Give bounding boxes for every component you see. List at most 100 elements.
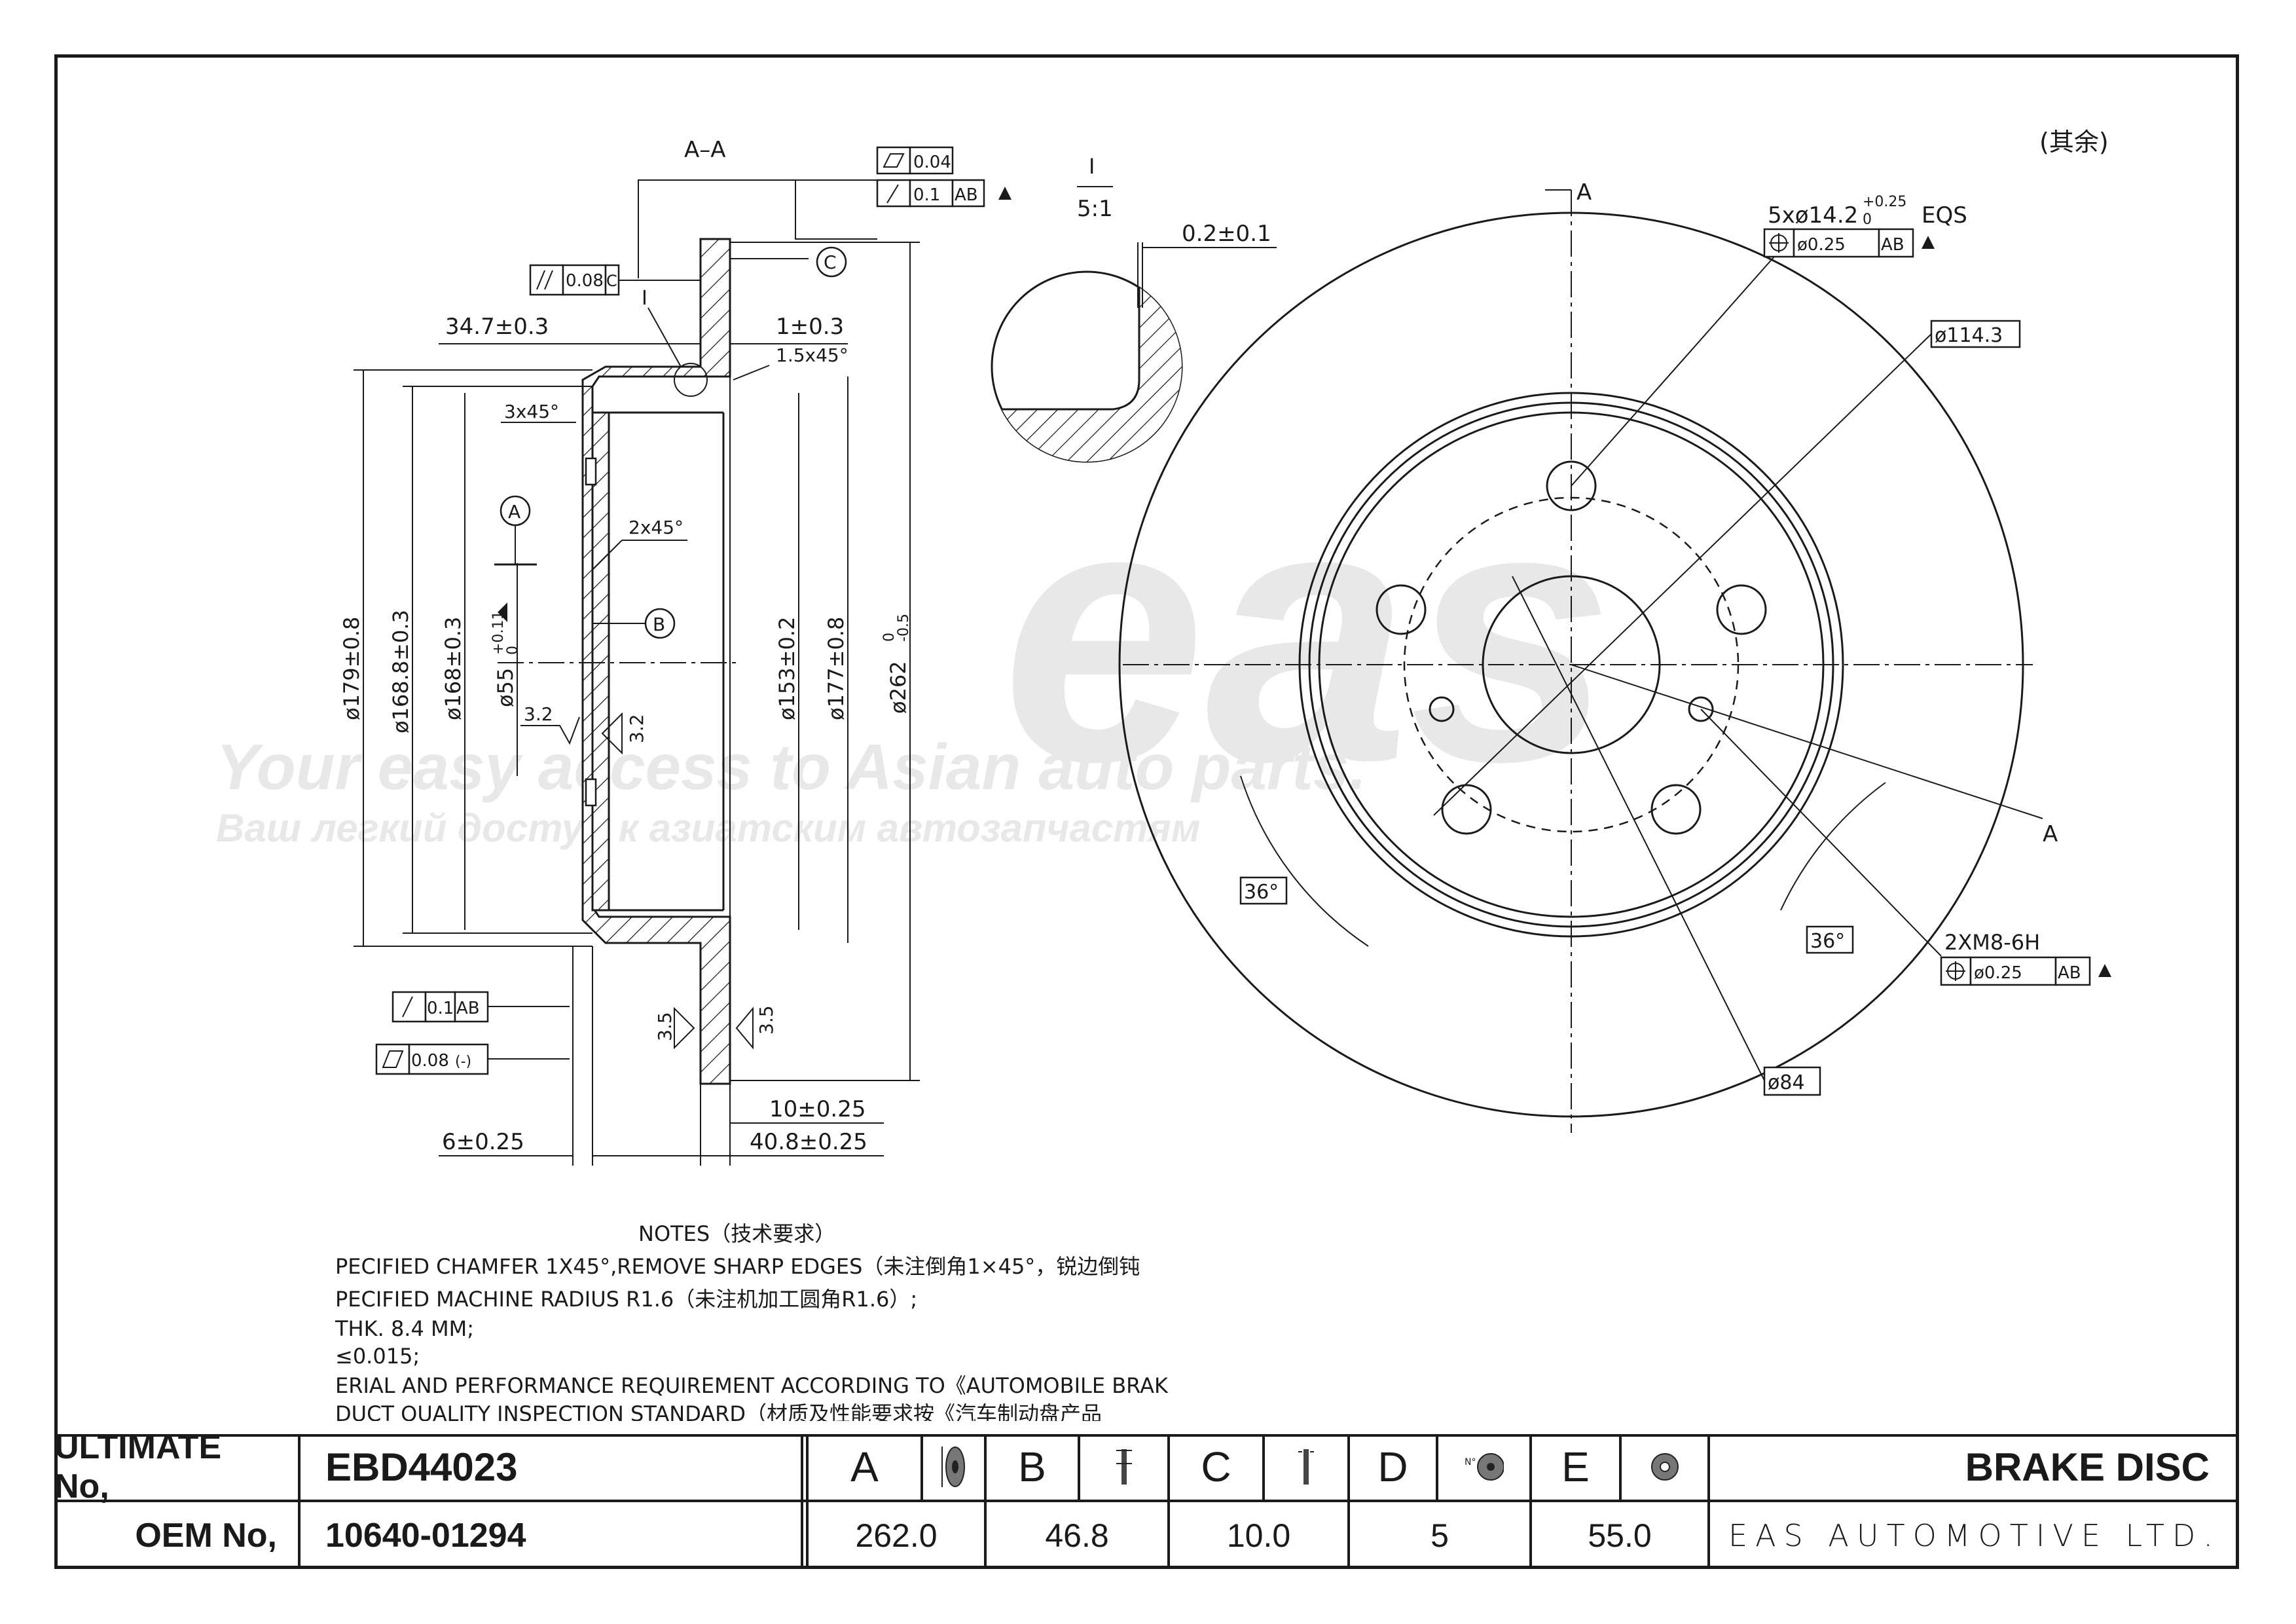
svg-text:ø153±0.2: ø153±0.2 (774, 617, 799, 720)
watermark: eas Your easy access to Asian auto parts… (216, 428, 1613, 850)
svg-text:PECIFIED CHAMFER 1X45°,REMOVE: PECIFIED CHAMFER 1X45°,REMOVE SHARP EDGE… (335, 1254, 1140, 1279)
flatness-frame-top: 0.04 (876, 146, 954, 175)
svg-text:EQS: EQS (1922, 202, 1967, 229)
position-frame-bottom: ø0.25 AB (1940, 956, 2111, 986)
col-b-value: 46.8 (1045, 1517, 1109, 1554)
title-block: ULTIMATE No, EBD44023 OEM No, 10640-0129… (54, 1428, 2239, 1569)
svg-text:AB: AB (456, 999, 480, 1018)
angle-right: 36° (1810, 930, 1845, 953)
svg-text:3.2: 3.2 (524, 703, 553, 725)
svg-text:(-): (-) (455, 1054, 471, 1070)
datum-a: A (508, 501, 520, 523)
oem-label: OEM No, (135, 1517, 277, 1555)
svg-text:ø0.25: ø0.25 (1974, 963, 2022, 983)
runout-frame-bottom: 0.1 AB (392, 991, 570, 1023)
svg-text:AB: AB (1881, 235, 1904, 255)
disc-thickness-icon (1265, 1434, 1347, 1500)
col-e-value: 55.0 (1588, 1517, 1652, 1554)
position-frame-top: ø0.25 AB (1763, 228, 1935, 258)
section-mark-top: A (1576, 179, 1592, 206)
ultimate-value: EBD44023 (325, 1445, 518, 1489)
roughness-note: (其余) (2039, 128, 2109, 157)
bolt-holes-icon: N° (1438, 1434, 1529, 1500)
svg-text:ø262: ø262 (886, 661, 911, 714)
svg-text:0.04: 0.04 (913, 153, 951, 172)
svg-text:PECIFIED MACHINE RADIUS R1.6（未: PECIFIED MACHINE RADIUS R1.6（未注机加工圆角R1.6… (335, 1287, 917, 1312)
diameter-dims: ø179±0.8 ø168.8±0.3 ø168±0.3 ø55 +0.11 0… (339, 242, 920, 1081)
detail-dim: 0.2±0.1 (1182, 221, 1271, 247)
chamfer-15: 1.5x45° (776, 344, 848, 366)
dim-40-8: 40.8±0.25 (750, 1129, 867, 1155)
svg-text:0.08: 0.08 (411, 1051, 449, 1071)
dim-10: 10±0.25 (769, 1096, 866, 1122)
svg-text:AB: AB (955, 185, 978, 205)
svg-text:I: I (1089, 154, 1095, 179)
watermark-tagline: Your easy access to Asian auto parts. (216, 731, 1366, 803)
thread-callout: 2XM8-6H (1944, 930, 2040, 955)
svg-text:0: 0 (881, 633, 898, 642)
svg-text:ERIAL AND PERFORMANCE REQUIREM: ERIAL AND PERFORMANCE REQUIREMENT ACCORD… (335, 1373, 1169, 1398)
notes: NOTES（技术要求） PECIFIED CHAMFER 1X45°,REMOV… (335, 1221, 1169, 1426)
flatness-frame-bottom: 0.08 (-) (375, 1043, 570, 1075)
svg-text:+0.25: +0.25 (1863, 194, 1906, 210)
col-c-value: 10.0 (1226, 1517, 1291, 1554)
svg-text:-0.5: -0.5 (896, 614, 912, 642)
hat-wall (591, 411, 610, 912)
svg-text:ø177±0.8: ø177±0.8 (824, 617, 848, 720)
col-c-letter: C (1201, 1443, 1231, 1490)
svg-text:DUCT QUALITY INSPECTION STANDA: DUCT QUALITY INSPECTION STANDARD（材质及性能要求… (335, 1401, 1102, 1426)
svg-text:3.5: 3.5 (654, 1012, 676, 1041)
chamfer-2: 2x45° (629, 517, 683, 538)
col-e-letter: E (1561, 1443, 1590, 1490)
svg-text:I: I (642, 287, 647, 310)
watermark-tagline-ru: Ваш легкий доступ к азиатским автозапчас… (216, 806, 1200, 850)
svg-text:ø168.8±0.3: ø168.8±0.3 (388, 610, 413, 733)
technical-drawing: eas Your easy access to Asian auto parts… (216, 128, 2111, 1426)
holes-callout: 5xø14.2 (1768, 202, 1858, 229)
watermark-logo: eas (1002, 428, 1613, 838)
company-name: EAS AUTOMOTIVE LTD. (1728, 1518, 2221, 1553)
product-name: BRAKE DISC (1965, 1445, 2210, 1489)
section-mark-right: A (2043, 821, 2058, 847)
svg-text:AB: AB (2058, 963, 2081, 983)
front-view: (其余) A A 5xø14.2 +0.25 0 EQS (1118, 128, 2111, 1133)
dim-6: 6±0.25 (442, 1129, 524, 1155)
svg-text:THK. 8.4 MM;: THK. 8.4 MM; (335, 1316, 474, 1341)
svg-text:0: 0 (505, 646, 521, 655)
chamfer-3: 3x45° (504, 401, 559, 422)
svg-text:0: 0 (1863, 212, 1872, 228)
svg-text:0.1: 0.1 (427, 999, 454, 1018)
svg-text:0.08: 0.08 (566, 271, 604, 291)
section-profile (581, 238, 731, 1085)
section-view: A–A 0.04 0.1 AB (339, 137, 1011, 1166)
svg-text:C: C (606, 272, 617, 290)
disc-height-icon (1080, 1434, 1167, 1500)
col-d-letter: D (1377, 1443, 1408, 1490)
angle-left: 36° (1244, 881, 1279, 904)
ultimate-label: ULTIMATE No, (54, 1428, 222, 1505)
svg-text:3.2: 3.2 (626, 714, 647, 743)
datum-b: B (653, 614, 665, 635)
center-bore-icon (1622, 1434, 1707, 1500)
notes-title: NOTES（技术要求） (638, 1221, 835, 1246)
datum-c: C (824, 251, 837, 273)
svg-text:ø55: ø55 (493, 668, 518, 707)
dim-34-7: 34.7±0.3 (445, 314, 549, 340)
col-b-letter: B (1018, 1443, 1046, 1490)
parallel-frame: 0.08 C (529, 264, 620, 296)
section-label: A–A (684, 137, 726, 163)
svg-text:3.5: 3.5 (756, 1005, 777, 1035)
col-a-letter: A (850, 1443, 879, 1490)
svg-text:ø0.25: ø0.25 (1797, 235, 1846, 255)
pcd: ø114.3 (1935, 324, 2003, 347)
svg-text:0.1: 0.1 (913, 185, 940, 205)
col-d-value: 5 (1430, 1517, 1449, 1554)
disc-diameter-icon (923, 1434, 984, 1500)
svg-text:N°: N° (1465, 1457, 1476, 1467)
svg-text:≤0.015;: ≤0.015; (335, 1344, 420, 1369)
col-a-value: 262.0 (855, 1517, 938, 1554)
oem-value: 10640-01294 (325, 1517, 526, 1555)
svg-text:ø179±0.8: ø179±0.8 (339, 617, 364, 720)
drawing-frame (54, 54, 2239, 1569)
hub-dia: ø84 (1768, 1071, 1805, 1094)
